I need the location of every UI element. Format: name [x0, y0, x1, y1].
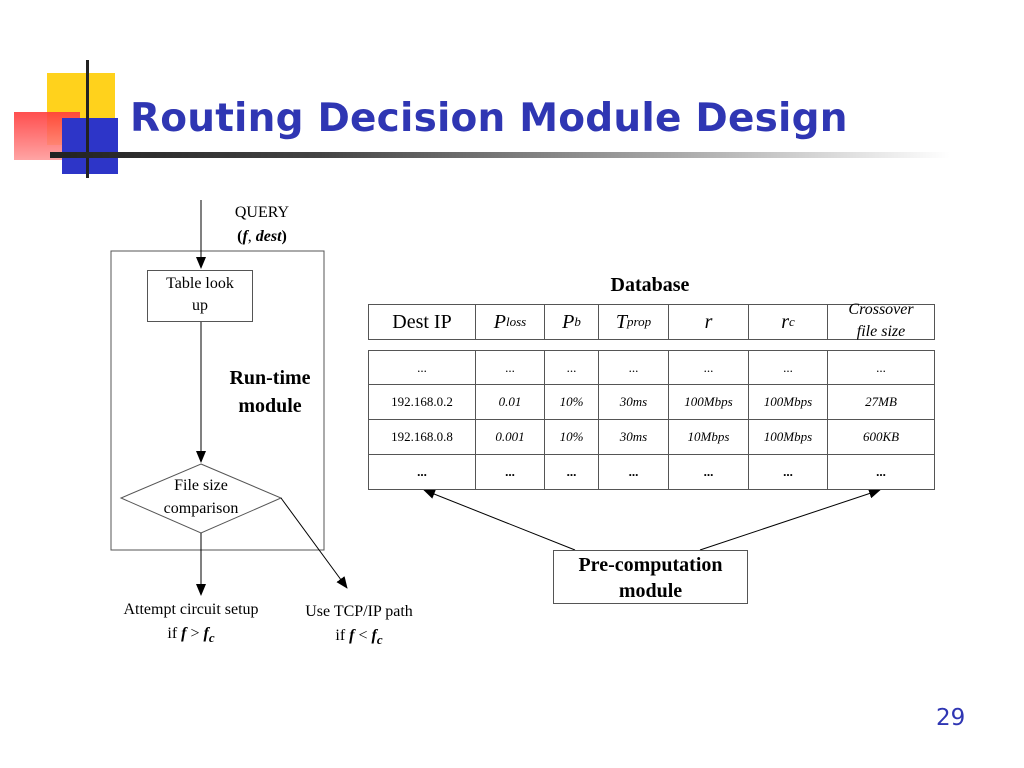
table-cell: 0.001: [475, 419, 545, 455]
table-cell: 10%: [544, 384, 599, 420]
database-label: Database: [610, 274, 690, 296]
use-tcp-line1: Use TCP/IP path: [305, 603, 413, 620]
compare-line1: File size: [174, 477, 228, 494]
compare-line2: comparison: [163, 500, 239, 517]
table-cell: 30ms: [598, 384, 669, 420]
table-cell: 0.01: [475, 384, 545, 420]
table-cell: ...: [475, 454, 545, 490]
table-cell: 10%: [544, 419, 599, 455]
table-cell: 100Mbps: [668, 384, 749, 420]
page-number: 29: [936, 705, 966, 731]
table-cell: 10Mbps: [668, 419, 749, 455]
tcp-path-arrow: [280, 497, 348, 589]
table-cell: ...: [475, 350, 545, 386]
table-cell: ...: [668, 350, 749, 386]
use-tcp-condition: if f < fc: [335, 627, 383, 647]
table-cell: ...: [668, 454, 749, 490]
title-underline: [50, 152, 950, 158]
table-cell: ...: [748, 350, 828, 386]
query-args: (f, dest): [237, 228, 287, 245]
table-cell: ...: [598, 350, 669, 386]
runtime-module-frame: [110, 250, 325, 551]
table-lookup-line2: up: [192, 297, 208, 314]
runtime-label-line2: module: [238, 395, 302, 417]
runtime-label-line1: Run-time: [229, 367, 311, 389]
table-cell: 600KB: [827, 419, 935, 455]
decor-blue-square: [62, 118, 118, 174]
slide-title: Routing Decision Module Design: [130, 96, 848, 141]
table-cell: 100Mbps: [748, 384, 828, 420]
table-cell: ...: [544, 454, 599, 490]
attempt-circuit-condition: if f > fc: [167, 625, 215, 645]
precomputation-line1: Pre-computation: [578, 554, 723, 576]
table-cell: 27MB: [827, 384, 935, 420]
table-cell: ...: [368, 454, 476, 490]
table-cell: 30ms: [598, 419, 669, 455]
query-label: QUERY: [234, 204, 290, 221]
table-cell: 192.168.0.8: [368, 419, 476, 455]
table-cell: ...: [368, 350, 476, 386]
table-cell: ...: [827, 454, 935, 490]
precomputation-line2: module: [618, 580, 683, 602]
header-crossover-file-size: Crossover file size: [827, 301, 935, 340]
precomp-arrow-left: [423, 489, 576, 551]
table-lookup-box: Table look up: [147, 270, 253, 322]
table-cell: 192.168.0.2: [368, 384, 476, 420]
table-cell: 100Mbps: [748, 419, 828, 455]
precomputation-module-box: Pre-computation module: [553, 550, 748, 604]
table-cell: ...: [748, 454, 828, 490]
header-dest-ip: Dest IP: [368, 304, 476, 340]
table-cell: ...: [544, 350, 599, 386]
header-r: r: [668, 304, 749, 340]
table-lookup-line1: Table look: [166, 275, 234, 292]
precomp-arrow-right: [699, 488, 881, 551]
decor-vertical-line: [86, 60, 89, 178]
table-cell: ...: [598, 454, 669, 490]
table-cell: ...: [827, 350, 935, 386]
attempt-circuit-line1: Attempt circuit setup: [123, 601, 259, 618]
